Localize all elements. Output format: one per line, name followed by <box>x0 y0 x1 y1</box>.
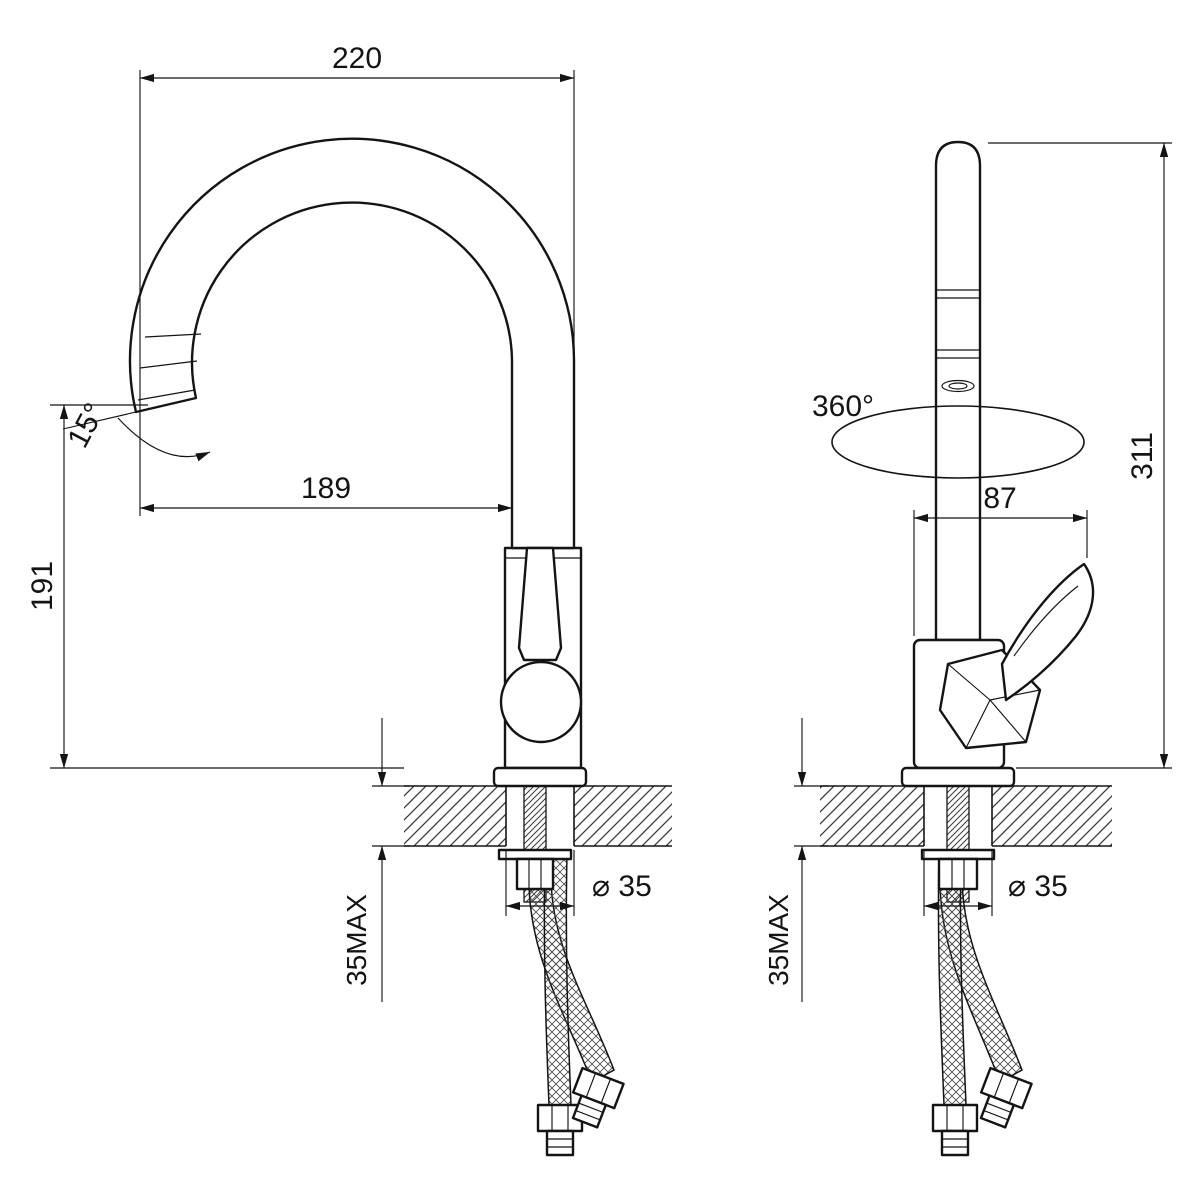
dim-label-deck-max: 35MAX <box>341 894 372 986</box>
dim-label-swivel: 360° <box>812 390 874 423</box>
fitting-facets <box>551 1105 569 1131</box>
side-countertop-section <box>404 785 672 847</box>
countertop-hatch-left <box>404 786 506 846</box>
front-view: 360° 311 87 35MAX ⌀ 35 <box>763 140 1172 1157</box>
dim-label-overall-height: 311 <box>1126 432 1159 480</box>
hose-fitting-straight <box>536 1103 584 1157</box>
mounting-washer <box>497 848 573 861</box>
front-mounting-hardware <box>920 785 1033 1157</box>
front-dimensions: 360° 311 87 35MAX ⌀ 35 <box>763 142 1172 1002</box>
countertop-hatch-right <box>574 786 672 846</box>
fitting-threads <box>547 1138 573 1148</box>
dim-label-hole-dia: ⌀ 35 <box>1008 870 1068 903</box>
mounting-nut-facets <box>951 859 965 889</box>
hose-fitting-straight <box>931 1103 979 1157</box>
hose-fitting-curved <box>571 1066 625 1129</box>
dim-hole-diameter-right: ⌀ 35 <box>923 850 1068 916</box>
supply-hose-curved <box>528 879 615 1084</box>
dim-label-depth: 87 <box>983 482 1016 515</box>
dim-overall-reach-220: 220 <box>139 42 575 516</box>
swivel-rotation-ellipse <box>831 405 1085 479</box>
fitting-threads <box>942 1138 968 1148</box>
mounting-nut-facets <box>528 859 542 889</box>
dim-height-191: 191 <box>26 404 404 769</box>
lever-grip-accent <box>1013 585 1079 657</box>
fitting-threads <box>983 1102 1012 1121</box>
front-faucet <box>831 140 1095 788</box>
gooseneck-spout-tube <box>128 137 576 550</box>
dim-reach-189: 189 <box>139 472 513 513</box>
front-countertop-section <box>820 785 1112 847</box>
lever-handle <box>517 546 563 662</box>
dim-deck-thickness-35max-right: 35MAX <box>763 718 828 1002</box>
side-mounting-hardware <box>497 785 625 1157</box>
pipe-bands <box>936 289 980 359</box>
handle-pivot <box>499 660 583 744</box>
fitting-facets <box>993 1072 1020 1104</box>
spout-aerator-bands <box>137 333 202 401</box>
side-dimensions: 220 15° 189 191 35MAX <box>26 42 652 1002</box>
dim-label-overall-reach: 220 <box>332 42 382 75</box>
dim-label-spout-angle: 15° <box>61 398 111 454</box>
countertop-hatch-left <box>820 786 924 846</box>
hose-fitting-curved <box>979 1066 1033 1129</box>
dim-220-extension-lines <box>139 70 575 516</box>
fitting-facets <box>946 1105 964 1131</box>
base-flange <box>900 766 1016 788</box>
aerator-outlet <box>941 379 975 393</box>
lever-handle-grip <box>1000 562 1095 702</box>
mounting-washer <box>920 848 996 861</box>
base-flange <box>492 766 588 788</box>
fitting-nipple <box>940 1129 970 1157</box>
fitting-threads <box>575 1102 604 1121</box>
dim-label-reach: 189 <box>301 472 351 505</box>
angle-reference-line <box>62 397 197 430</box>
countertop-hatch-right <box>992 786 1112 846</box>
dim-hole-diameter-left: ⌀ 35 <box>505 850 652 916</box>
mounting-nut <box>937 857 979 891</box>
dim-label-height: 191 <box>26 561 59 611</box>
dim-overall-height-311: 311 <box>988 142 1172 769</box>
fitting-nipple <box>545 1129 575 1157</box>
fitting-hex-nut <box>931 1103 979 1133</box>
dim-deck-thickness-35max-left: 35MAX <box>341 718 410 1002</box>
angle-arc-arrow <box>117 417 211 462</box>
aerator-outlet-inner <box>948 382 968 390</box>
dim-311-extension-lines <box>988 142 1172 769</box>
mounting-nut <box>515 857 555 891</box>
dim-191-extension-lines <box>50 404 404 769</box>
dim-swivel-360: 360° <box>812 390 874 423</box>
side-faucet <box>128 137 588 788</box>
fitting-facets <box>585 1072 612 1104</box>
dim-label-deck-max: 35MAX <box>763 894 794 986</box>
dim-label-hole-dia: ⌀ 35 <box>592 870 652 903</box>
side-view: 220 15° 189 191 35MAX <box>26 42 672 1157</box>
dim-depth-87: 87 <box>913 482 1088 636</box>
